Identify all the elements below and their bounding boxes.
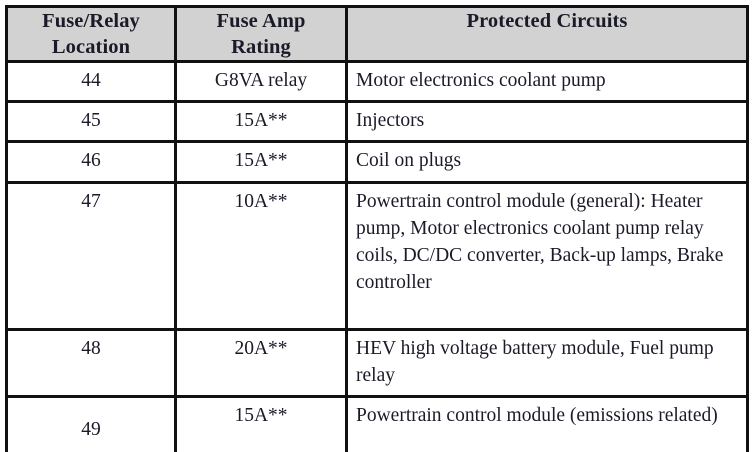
table-header: Fuse/Relay Location Fuse Amp Rating Prot… bbox=[5, 5, 749, 63]
header-line-2: Rating bbox=[231, 36, 291, 58]
cell-fuse-location: 45 bbox=[5, 100, 177, 144]
cell-fuse-rating: 20A** bbox=[174, 327, 348, 399]
header-line-1: Fuse Amp bbox=[216, 10, 306, 32]
table-row: 44 G8VA relay Motor electronics coolant … bbox=[5, 59, 749, 104]
table-row: 45 15A** Injectors bbox=[5, 100, 749, 144]
header-line-2: Location bbox=[51, 36, 131, 58]
column-header-fuse-relay-location: Fuse/Relay Location bbox=[5, 5, 177, 63]
cell-protected-circuits: Powertrain control module (emissions rel… bbox=[345, 395, 749, 452]
cell-protected-circuits: Powertrain control module (general): Hea… bbox=[345, 180, 749, 331]
cell-fuse-rating: G8VA relay bbox=[174, 59, 348, 104]
cell-protected-circuits: Injectors bbox=[345, 100, 749, 144]
header-line-1: Fuse/Relay bbox=[42, 10, 140, 32]
table-row: 47 10A** Powertrain control module (gene… bbox=[5, 180, 749, 331]
cell-protected-circuits: HEV high voltage battery module, Fuel pu… bbox=[345, 327, 749, 399]
cell-fuse-rating: 15A** bbox=[174, 100, 348, 144]
cell-fuse-location: 49 bbox=[5, 395, 177, 452]
header-line-1: Protected Circuits bbox=[466, 10, 628, 32]
table-body: 44 G8VA relay Motor electronics coolant … bbox=[5, 59, 749, 452]
cell-protected-circuits: Coil on plugs bbox=[345, 140, 749, 184]
table-row: 46 15A** Coil on plugs bbox=[5, 140, 749, 184]
cell-fuse-rating: 15A** bbox=[174, 140, 348, 184]
table-row: 48 20A** HEV high voltage battery module… bbox=[5, 327, 749, 399]
cell-fuse-location: 47 bbox=[5, 180, 177, 331]
fuse-relay-table: Fuse/Relay Location Fuse Amp Rating Prot… bbox=[5, 5, 749, 452]
table-row: 49 15A** Powertrain control module (emis… bbox=[5, 395, 749, 452]
cell-protected-circuits: Motor electronics coolant pump bbox=[345, 59, 749, 104]
cell-fuse-location: 44 bbox=[5, 59, 177, 104]
cell-fuse-rating: 10A** bbox=[174, 180, 348, 331]
cell-fuse-location: 48 bbox=[5, 327, 177, 399]
column-header-protected-circuits: Protected Circuits bbox=[345, 5, 749, 63]
header-row: Fuse/Relay Location Fuse Amp Rating Prot… bbox=[5, 5, 749, 63]
cell-fuse-rating: 15A** bbox=[174, 395, 348, 452]
column-header-fuse-amp-rating: Fuse Amp Rating bbox=[174, 5, 348, 63]
cell-fuse-location: 46 bbox=[5, 140, 177, 184]
